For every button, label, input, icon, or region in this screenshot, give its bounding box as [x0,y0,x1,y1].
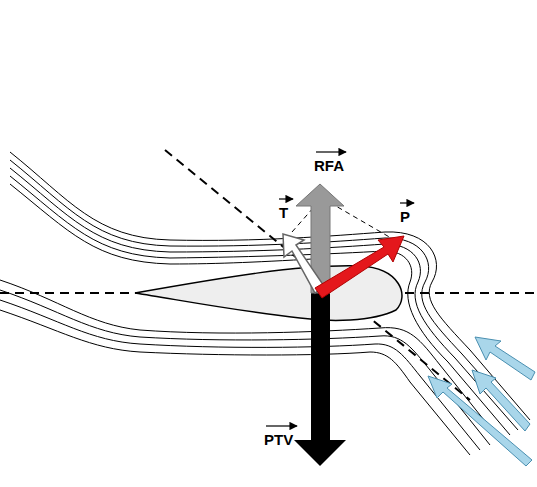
vector-label: PTV [264,431,293,449]
vector-label: P [400,208,410,226]
vector-label: T [279,204,288,222]
lift-vector [315,236,404,298]
weight-vector [294,293,346,466]
streamlines [0,152,530,455]
airfoil-profile [135,266,402,321]
vector-overline [266,152,414,426]
wind-arrows [428,337,535,466]
vector-label: RFA [314,157,344,175]
drag-vector [283,234,324,293]
